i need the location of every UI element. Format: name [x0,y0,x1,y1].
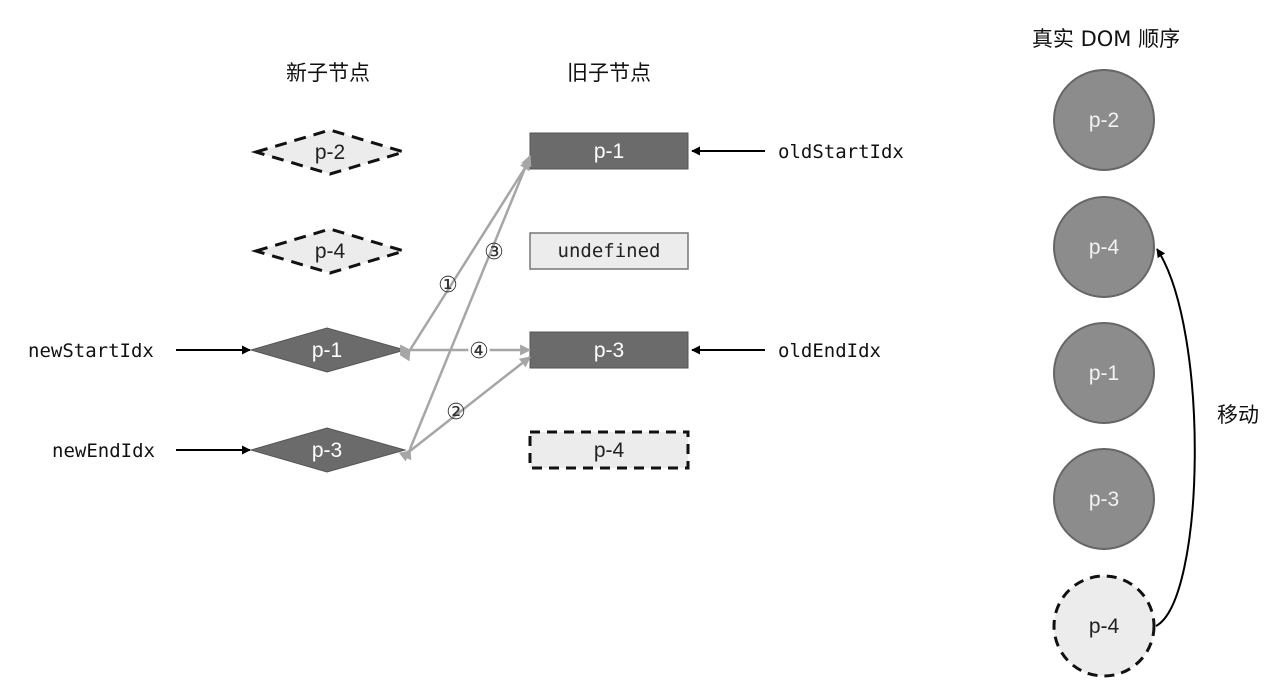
new-node-label: p-1 [312,339,342,362]
dom-node-label: p-4 [1089,615,1120,638]
old-children-header: 旧子节点 [567,61,651,85]
old-node-label: p-3 [594,339,624,362]
dom-node-label: p-4 [1089,236,1120,259]
new-node-p-2: p-2 [250,128,410,176]
dom-node-p-4: p-4 [1053,196,1155,298]
comparison-arrows [398,154,532,462]
dom-node-label: p-2 [1089,109,1119,132]
move-label: 移动 [1217,403,1259,427]
dom-node-p-4-moved: p-4 [1052,574,1156,678]
dom-node-p-1: p-1 [1053,322,1155,424]
new-node-p-1: p-1 [249,327,407,373]
new-node-label: p-4 [315,240,346,263]
new-node-label: p-2 [315,141,345,164]
new-start-idx-label: newStartIdx [28,340,154,362]
dom-node-p-2: p-2 [1053,69,1155,171]
old-end-idx-label: oldEndIdx [778,340,881,362]
new-node-p-4: p-4 [250,227,410,275]
old-node-undefined: undefined [529,232,689,270]
step-4-label: ④ [469,339,489,364]
new-end-idx-label: newEndIdx [52,440,155,462]
old-node-p-4: p-4 [528,430,690,470]
new-children-header: 新子节点 [286,61,370,85]
compare-1-arrow [400,159,532,362]
new-node-p-3: p-3 [249,427,407,473]
real-dom-order-header: 真实 DOM 顺序 [1032,27,1180,51]
new-node-label: p-3 [312,439,342,462]
compare-3-arrow [401,154,532,461]
move-arrow [1155,248,1196,627]
step-3-label: ③ [484,240,504,265]
old-node-label: p-1 [594,140,624,163]
old-node-label: p-4 [594,439,625,462]
step-2-label: ② [446,400,466,425]
old-start-idx-label: oldStartIdx [778,141,904,163]
step-1-label: ① [438,273,458,298]
dom-node-label: p-1 [1089,362,1119,385]
dom-node-p-3: p-3 [1053,448,1155,550]
old-node-label: undefined [558,240,661,262]
old-node-p-1: p-1 [529,132,689,170]
dom-node-label: p-3 [1089,488,1119,511]
old-node-p-3: p-3 [529,331,689,369]
